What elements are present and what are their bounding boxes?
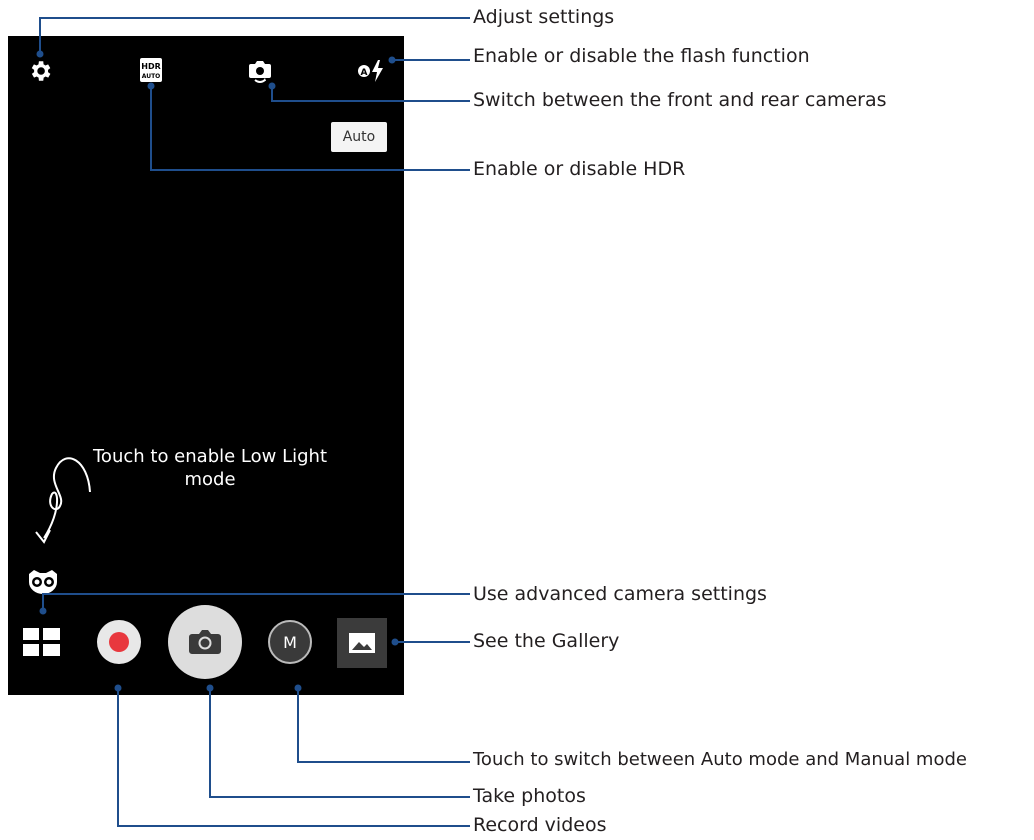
record-icon bbox=[109, 632, 129, 652]
svg-text:HDR: HDR bbox=[141, 62, 161, 71]
callout-take-photos: Take photos bbox=[473, 785, 586, 807]
manual-mode-icon: M bbox=[283, 632, 297, 652]
manual-mode-button[interactable]: M bbox=[268, 620, 312, 664]
gallery-button[interactable] bbox=[337, 618, 387, 668]
mode-chip-label: Auto bbox=[342, 129, 376, 145]
callout-record-videos: Record videos bbox=[473, 814, 607, 836]
gear-icon[interactable] bbox=[27, 58, 53, 84]
low-light-tip: Touch to enable Low Light mode bbox=[93, 446, 327, 491]
gallery-icon bbox=[349, 633, 375, 653]
callout-adjust-settings: Adjust settings bbox=[473, 6, 615, 28]
callout-auto-manual: Touch to switch between Auto mode and Ma… bbox=[473, 749, 967, 770]
owl-icon[interactable] bbox=[26, 568, 60, 594]
callout-advanced: Use advanced camera settings bbox=[473, 583, 767, 605]
hdr-auto-icon[interactable]: HDR AUTO bbox=[140, 58, 162, 82]
camera-icon bbox=[189, 630, 221, 654]
callout-hdr: Enable or disable HDR bbox=[473, 158, 686, 180]
grid-icon[interactable] bbox=[23, 628, 60, 656]
flash-auto-icon[interactable]: A bbox=[356, 58, 388, 84]
svg-text:AUTO: AUTO bbox=[142, 73, 161, 80]
camera-switch-icon[interactable] bbox=[245, 58, 275, 84]
record-button[interactable] bbox=[97, 620, 141, 664]
shutter-button[interactable] bbox=[168, 605, 242, 679]
callout-flash: Enable or disable the flash function bbox=[473, 45, 810, 67]
mode-chip[interactable]: Auto bbox=[331, 122, 387, 152]
callout-switch-camera: Switch between the front and rear camera… bbox=[473, 89, 887, 111]
svg-text:A: A bbox=[361, 68, 368, 78]
curved-arrow-icon bbox=[35, 457, 91, 544]
callout-gallery: See the Gallery bbox=[473, 630, 620, 652]
